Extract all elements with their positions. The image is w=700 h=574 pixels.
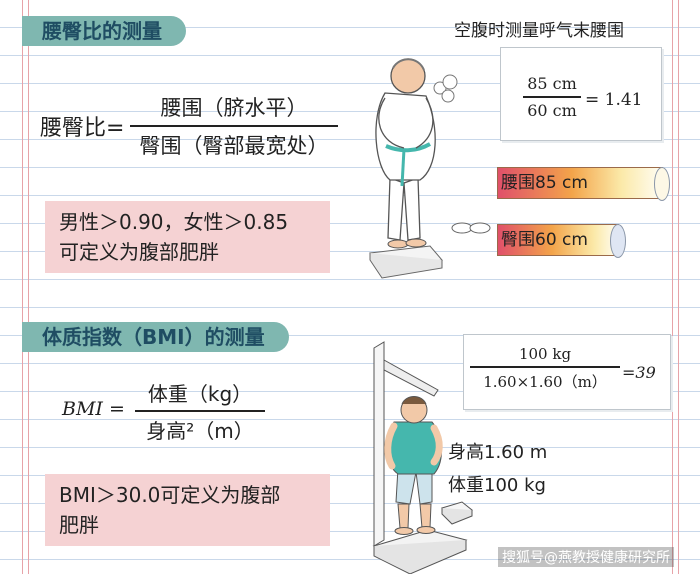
bmi-criteria-line2: 肥胖 — [59, 513, 99, 537]
margin-line-right — [672, 0, 673, 574]
whr-example-denominator: 60 cm — [527, 100, 577, 120]
waist-tape: 腰围85 cm — [497, 167, 670, 201]
bmi-denominator: 身高²（m） — [146, 418, 254, 443]
whr-criteria-box: 男性＞0.90，女性＞0.85 可定义为腹部肥胖 — [45, 201, 330, 273]
bmi-example-denominator: 1.60×1.60（m） — [483, 372, 607, 391]
height-label: 身高1.60 m — [448, 442, 548, 463]
waist-measurement-man-illustration — [369, 58, 458, 279]
margin-line-left-2 — [28, 0, 29, 574]
whr-criteria-line1: 男性＞0.90，女性＞0.85 — [59, 210, 289, 234]
bmi-example-bubble: 100 kg 1.60×1.60（m） =39 — [463, 334, 671, 410]
bmi-example-bar — [470, 366, 620, 368]
floor-scale-illustration — [441, 501, 473, 525]
whr-fraction: 腰围（脐水平） 臀围（臀部最宽处） — [130, 92, 338, 160]
margin-line-left — [22, 0, 23, 574]
fasting-note: 空腹时测量呼气末腰围 — [454, 21, 624, 41]
bmi-fraction: 体重（kg） 身高²（m） — [135, 378, 265, 444]
bmi-example-fraction: 100 kg 1.60×1.60（m） — [470, 345, 620, 392]
waist-tape-end — [654, 167, 670, 201]
watermark: 搜狐号@燕教授健康研究所 — [498, 547, 674, 567]
bmi-numerator: 体重（kg） — [147, 382, 253, 406]
section2-title: 体质指数（BMI）的测量 — [42, 325, 265, 349]
section2-title-tag: 体质指数（BMI）的测量 — [22, 322, 289, 352]
whr-example-bubble: 85 cm 60 cm = 1.41 — [500, 47, 662, 141]
bmi-criteria-box: BMI＞30.0可定义为腹部 肥胖 — [45, 474, 330, 546]
bmi-example-result: =39 — [622, 363, 656, 382]
whr-numerator: 腰围（脐水平） — [160, 96, 308, 120]
margin-line-right-2 — [678, 0, 679, 574]
bmi-criteria-line1: BMI＞30.0可定义为腹部 — [59, 483, 281, 507]
whr-example-result: = 1.41 — [585, 90, 643, 110]
section1-title-tag: 腰臀比的测量 — [22, 16, 186, 46]
whr-fraction-bar — [130, 125, 338, 127]
whr-example-bar — [523, 96, 581, 98]
whr-denominator: 臀围（臀部最宽处） — [139, 133, 329, 158]
section1-title: 腰臀比的测量 — [42, 19, 162, 43]
waist-tape-label: 腰围85 cm — [501, 173, 588, 193]
hip-tape: 臀围60 cm — [497, 224, 626, 258]
bmi-fraction-bar — [135, 410, 265, 412]
height-scale-man-illustration — [372, 341, 468, 574]
whr-example-fraction: 85 cm 60 cm — [523, 74, 581, 120]
whr-criteria-line2: 可定义为腹部肥胖 — [59, 240, 219, 264]
whr-example-numerator: 85 cm — [527, 74, 577, 93]
slippers-illustration — [451, 222, 491, 234]
bmi-formula-label: BMI = — [62, 398, 125, 420]
hip-tape-end — [610, 224, 626, 258]
bmi-example-numerator: 100 kg — [518, 345, 572, 363]
hip-tape-label: 臀围60 cm — [501, 230, 588, 250]
whr-formula-label: 腰臀比= — [40, 116, 125, 141]
weight-label: 体重100 kg — [448, 475, 546, 496]
